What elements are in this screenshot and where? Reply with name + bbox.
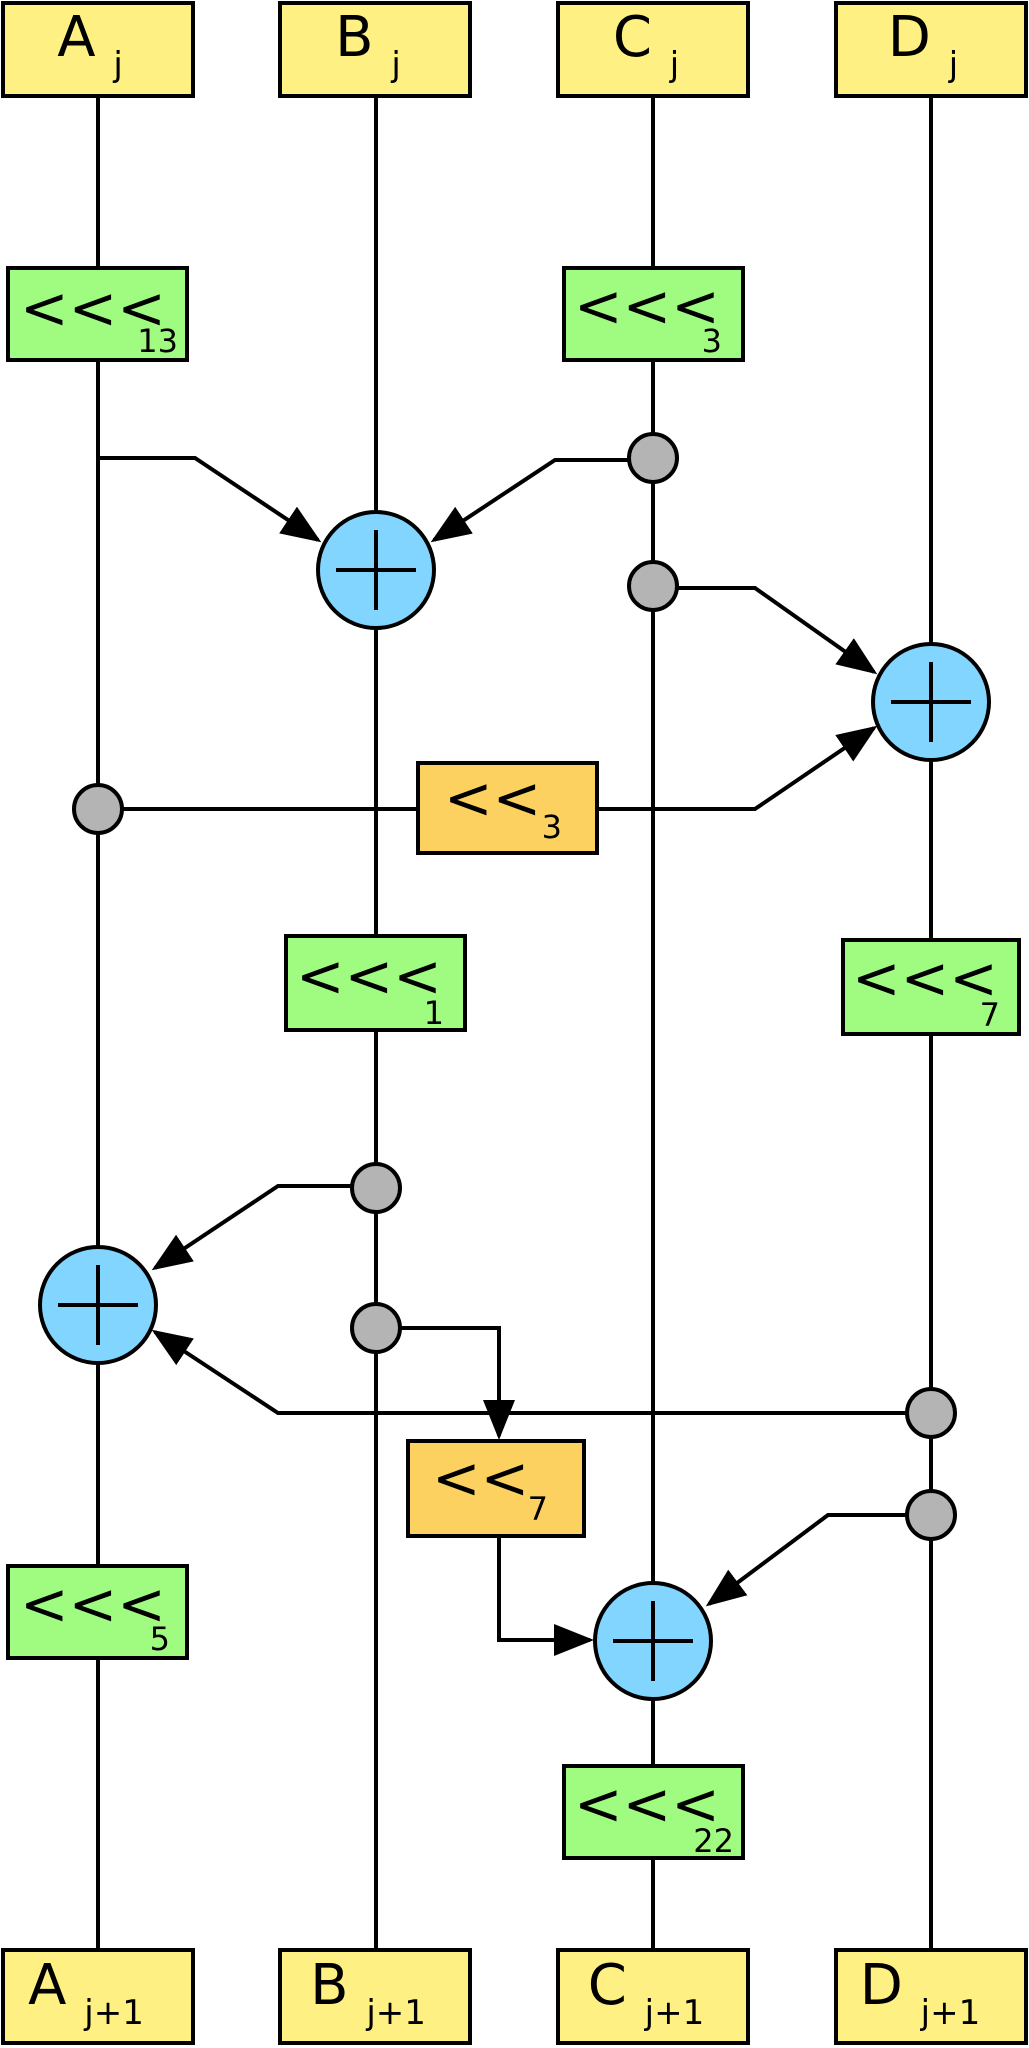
output-a-subscript: j+1 — [83, 1993, 144, 2033]
input-c-box — [556, 1, 750, 98]
rotate-a-5-op: <<< — [20, 1570, 166, 1638]
input-a-subscript: j — [112, 45, 122, 85]
shift-b-7-amount: 7 — [528, 1490, 548, 1528]
rotate-a-13-amount: 13 — [137, 322, 178, 360]
output-a-symbol: A — [28, 1953, 66, 2018]
rotate-c-22: <<< 22 — [562, 1764, 745, 1860]
wire-a-to-b-xor — [98, 456, 322, 543]
output-b: B j+1 — [278, 1948, 472, 2045]
output-d: D j+1 — [834, 1948, 1028, 2045]
wire-c-to-b-xor — [430, 458, 653, 543]
input-c-subscript: j — [669, 45, 679, 85]
output-b-subscript: j+1 — [365, 1993, 426, 2033]
input-b-symbol: B — [335, 5, 373, 70]
rotate-c-22-op: <<< — [574, 1770, 720, 1838]
rotate-d-7-box — [841, 938, 1021, 1036]
svg-text:D j: D j — [888, 5, 958, 85]
rotate-a-5: <<< 5 — [6, 1564, 189, 1660]
rotate-a-5-box — [6, 1564, 189, 1660]
output-row: A j+1 B j+1 C j+1 D j+1 — [1, 1948, 1028, 2045]
input-d-symbol: D — [888, 5, 931, 70]
output-b-box — [278, 1948, 472, 2045]
junction-b-1 — [350, 1162, 402, 1214]
svg-text:A j: A j — [57, 5, 123, 85]
rotate-c-22-box — [562, 1764, 745, 1860]
rotate-d-7-op: <<< — [852, 944, 998, 1012]
shift-b-7-op: << — [432, 1444, 529, 1512]
junction-a-1 — [72, 783, 124, 835]
xor-b — [316, 510, 436, 630]
shift-a-3: << 3 — [416, 761, 599, 855]
rotate-b-1-op: <<< — [296, 942, 442, 1010]
junctions — [72, 432, 957, 1541]
junction-c-2 — [627, 560, 679, 612]
wire-shift-to-d-xor — [597, 725, 878, 811]
rotate-c-22-amount: 22 — [693, 1822, 734, 1860]
input-d-subscript: j — [948, 45, 958, 85]
rotate-a-5-amount: 5 — [150, 1620, 170, 1658]
rotate-c-3: <<< 3 — [562, 266, 745, 362]
svg-text:B j+1: B j+1 — [310, 1953, 426, 2033]
rotate-b-1-box — [284, 934, 467, 1032]
rotate-a-13-op: <<< — [20, 274, 166, 342]
output-d-symbol: D — [860, 1953, 903, 2018]
shift-a-3-amount: 3 — [542, 808, 562, 846]
xor-c — [593, 1581, 713, 1701]
output-a: A j+1 — [1, 1948, 195, 2045]
shift-b-7-box — [406, 1439, 586, 1538]
shift-b-7: << 7 — [406, 1439, 586, 1538]
input-d: D j — [834, 1, 1028, 98]
rotate-c-3-amount: 3 — [702, 322, 722, 360]
svg-text:C j: C j — [613, 5, 679, 85]
input-a-box — [1, 1, 195, 98]
wires — [96, 96, 933, 1950]
rotate-a-13: <<< 13 — [6, 266, 189, 362]
shift-a-3-box — [416, 761, 599, 855]
input-a: A j — [1, 1, 195, 98]
input-b-subscript: j — [390, 45, 400, 85]
xor-d — [871, 642, 991, 762]
rotate-b-1: <<< 1 — [284, 934, 467, 1032]
rotate-b-1-amount: 1 — [424, 994, 444, 1032]
output-d-box — [834, 1948, 1028, 2045]
input-b: B j — [278, 1, 472, 98]
rotate-c-3-box — [562, 266, 745, 362]
svg-text:A j+1: A j+1 — [28, 1953, 144, 2033]
rotate-d-7-amount: 7 — [980, 996, 1000, 1034]
input-b-box — [278, 1, 472, 98]
svg-text:B j: B j — [335, 5, 401, 85]
output-b-symbol: B — [310, 1953, 348, 2018]
output-c-symbol: C — [588, 1953, 627, 2018]
output-d-subscript: j+1 — [920, 1993, 981, 2033]
junction-b-2 — [350, 1302, 402, 1354]
wire-b-to-a-xor — [151, 1184, 376, 1271]
junction-c-1 — [627, 432, 679, 484]
shift-a-3-op: << — [444, 764, 541, 832]
xor-a — [38, 1245, 158, 1365]
rotate-d-7: <<< 7 — [841, 938, 1021, 1036]
rotate-c-3-op: <<< — [574, 272, 720, 340]
output-c: C j+1 — [556, 1948, 750, 2045]
junction-d-1 — [905, 1387, 957, 1439]
wire-shift7-to-c-xor — [497, 1536, 594, 1656]
rotate-a-13-box — [6, 266, 189, 362]
wire-b-to-shift7 — [376, 1326, 515, 1440]
junction-d-2 — [905, 1489, 957, 1541]
input-c: C j — [556, 1, 750, 98]
input-a-symbol: A — [57, 5, 95, 70]
output-a-box — [1, 1948, 195, 2045]
output-c-box — [556, 1948, 750, 2045]
output-c-subscript: j+1 — [644, 1993, 705, 2033]
wire-d-to-a-xor — [151, 1329, 931, 1415]
input-row: A j B j C j D j — [1, 1, 1028, 98]
wire-c-to-d-xor — [653, 586, 878, 675]
svg-text:C j+1: C j+1 — [588, 1953, 705, 2033]
input-d-box — [834, 1, 1028, 98]
input-c-symbol: C — [613, 5, 652, 70]
wire-d-to-c-xor — [705, 1513, 931, 1607]
svg-text:D j+1: D j+1 — [860, 1953, 981, 2033]
